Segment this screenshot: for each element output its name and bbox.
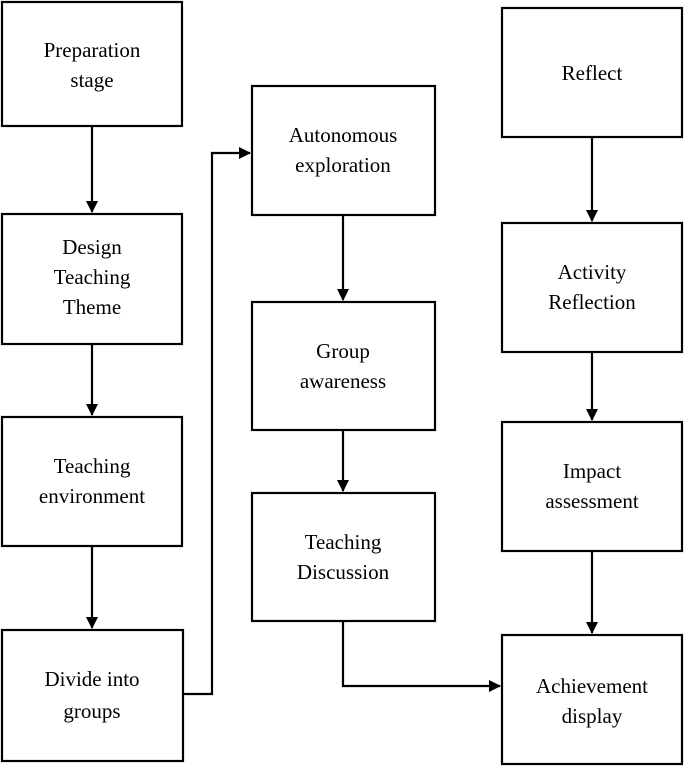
node-label-line: groups — [63, 699, 120, 723]
node-design-teaching-theme: Design Teaching Theme — [0, 212, 184, 346]
node-reflect: Reflect — [500, 6, 684, 139]
node-label-line: awareness — [300, 369, 386, 393]
arrow-divide-to-autonomous — [183, 147, 251, 696]
arrow-discussion-to-achievement — [341, 621, 501, 692]
node-label-line: Group — [316, 339, 370, 363]
node-label-line: Reflect — [562, 61, 623, 85]
node-label-line: Divide into — [44, 667, 139, 691]
node-label-line: Autonomous — [289, 123, 398, 147]
node-label-line: display — [562, 704, 623, 728]
node-label-line: stage — [70, 68, 113, 92]
node-label-line: Preparation — [44, 38, 141, 62]
node-label-line: assessment — [545, 489, 638, 513]
node-divide-into-groups: Divide into groups — [0, 628, 185, 763]
node-label-line: Activity — [558, 260, 627, 284]
node-teaching-environment: Teaching environment — [0, 415, 184, 548]
node-label-line: Impact — [563, 459, 621, 483]
node-preparation-stage: Preparation stage — [0, 0, 184, 128]
node-label-line: Design — [62, 235, 122, 259]
node-teaching-discussion: Teaching Discussion — [250, 491, 437, 623]
node-label-line: Achievement — [536, 674, 648, 698]
node-label-line: Teaching — [305, 530, 382, 554]
node-group-awareness: Group awareness — [250, 300, 437, 432]
node-label-line: exploration — [295, 153, 391, 177]
node-label-line: Teaching — [54, 265, 131, 289]
node-label-line: Discussion — [297, 560, 390, 584]
node-activity-reflection: Activity Reflection — [500, 221, 684, 354]
node-autonomous-exploration: Autonomous exploration — [250, 84, 437, 217]
node-label-line: Reflection — [548, 290, 636, 314]
node-achievement-display: Achievement display — [500, 633, 684, 766]
node-label-line: environment — [39, 484, 145, 508]
node-label-line: Teaching — [54, 454, 131, 478]
node-impact-assessment: Impact assessment — [500, 420, 684, 553]
node-label-line: Theme — [63, 295, 121, 319]
connectors — [86, 126, 598, 696]
